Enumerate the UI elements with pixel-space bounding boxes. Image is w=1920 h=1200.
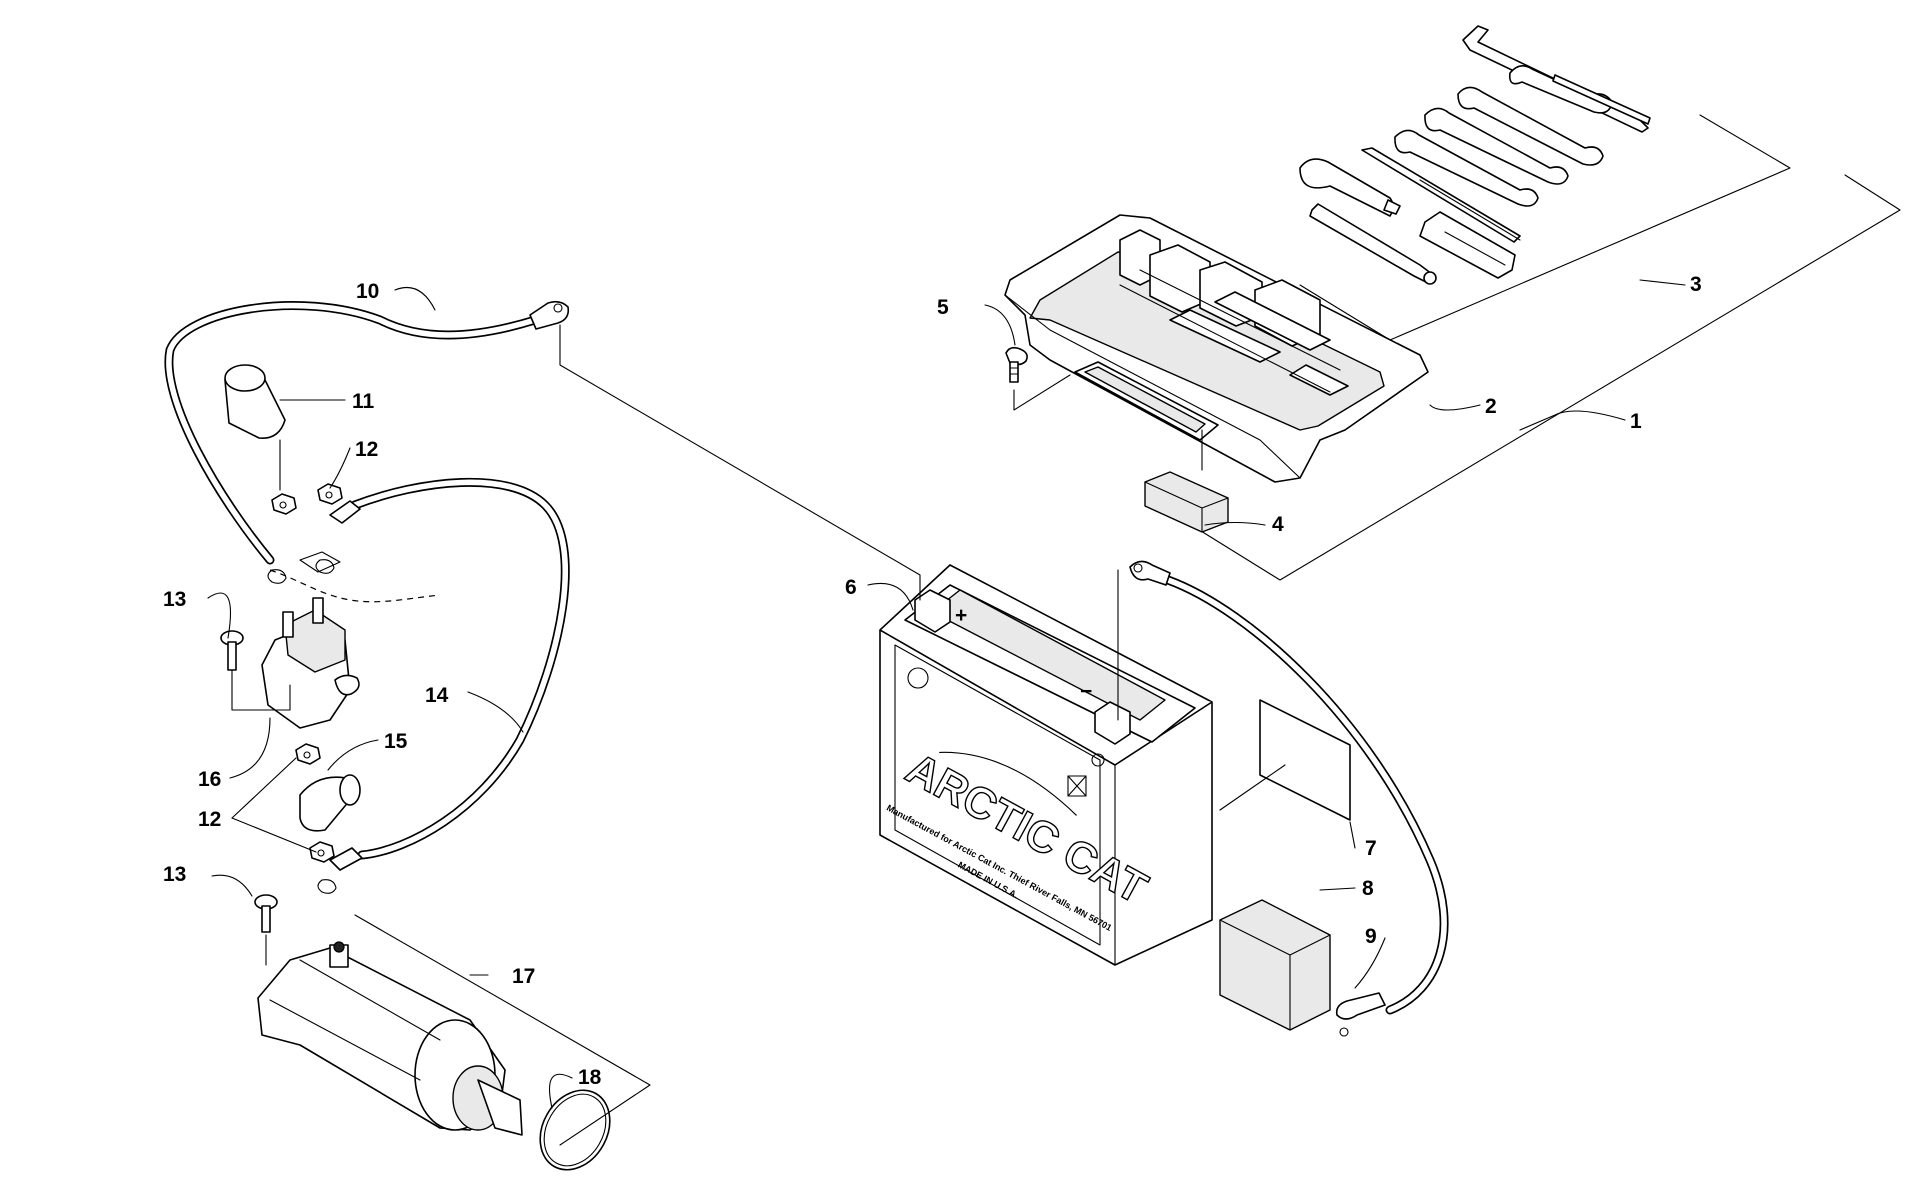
callout-6: 6 bbox=[845, 576, 857, 599]
leader-lines bbox=[207, 279, 1686, 1109]
callout-13: 13 bbox=[163, 588, 186, 611]
callout-13-second: 13 bbox=[163, 863, 186, 886]
tool-tray bbox=[1004, 214, 1429, 483]
starter-solenoid-16 bbox=[231, 551, 441, 729]
negative-terminal bbox=[1094, 701, 1131, 745]
callout-17: 17 bbox=[512, 965, 535, 988]
callout-4: 4 bbox=[1272, 513, 1284, 536]
callout-9: 9 bbox=[1365, 925, 1377, 948]
foam-pad-8 bbox=[1219, 899, 1331, 1031]
callout-2: 2 bbox=[1485, 395, 1497, 418]
tools-set bbox=[1299, 25, 1651, 285]
plus-sign: + bbox=[955, 604, 967, 627]
positive-cable-10 bbox=[164, 300, 921, 601]
nuts-12-top bbox=[267, 483, 343, 584]
battery-label-7 bbox=[1219, 699, 1351, 821]
callout-12-second: 12 bbox=[198, 808, 221, 831]
callout-15: 15 bbox=[384, 730, 408, 753]
starter-motor-17 bbox=[257, 914, 651, 1146]
positive-terminal bbox=[914, 589, 951, 633]
no-disposal-icon bbox=[1067, 775, 1087, 797]
tool-kit-bracket bbox=[1179, 114, 1901, 581]
callout-10: 10 bbox=[356, 280, 379, 303]
callout-1: 1 bbox=[1630, 410, 1642, 433]
screw-13-bottom bbox=[254, 894, 278, 966]
minus-sign: − bbox=[1080, 680, 1092, 703]
callout-12: 12 bbox=[355, 438, 378, 461]
screw-5 bbox=[1005, 346, 1071, 411]
callout-3: 3 bbox=[1690, 273, 1702, 296]
battery: + − ARCTIC CAT Manufactured for Arctic C… bbox=[879, 564, 1213, 966]
callout-18: 18 bbox=[578, 1066, 602, 1089]
o-ring-18 bbox=[539, 1089, 611, 1171]
callout-numbers: 1 2 3 4 5 6 7 8 9 10 11 12 13 14 15 16 1… bbox=[163, 273, 1702, 1089]
callout-5: 5 bbox=[937, 296, 949, 319]
nut-and-boot-15 bbox=[295, 743, 361, 894]
solenoid-cable-14 bbox=[329, 477, 570, 871]
callout-11: 11 bbox=[352, 390, 375, 413]
callout-7: 7 bbox=[1365, 837, 1377, 860]
negative-cable-9 bbox=[1117, 560, 1449, 1037]
callout-16: 16 bbox=[198, 768, 221, 791]
screw-13-top bbox=[220, 630, 244, 671]
recycle-icon bbox=[907, 667, 929, 689]
callout-8: 8 bbox=[1362, 877, 1374, 900]
foam-pad-4 bbox=[1144, 429, 1229, 533]
callout-14: 14 bbox=[425, 684, 449, 707]
terminal-boot-11 bbox=[224, 364, 286, 491]
